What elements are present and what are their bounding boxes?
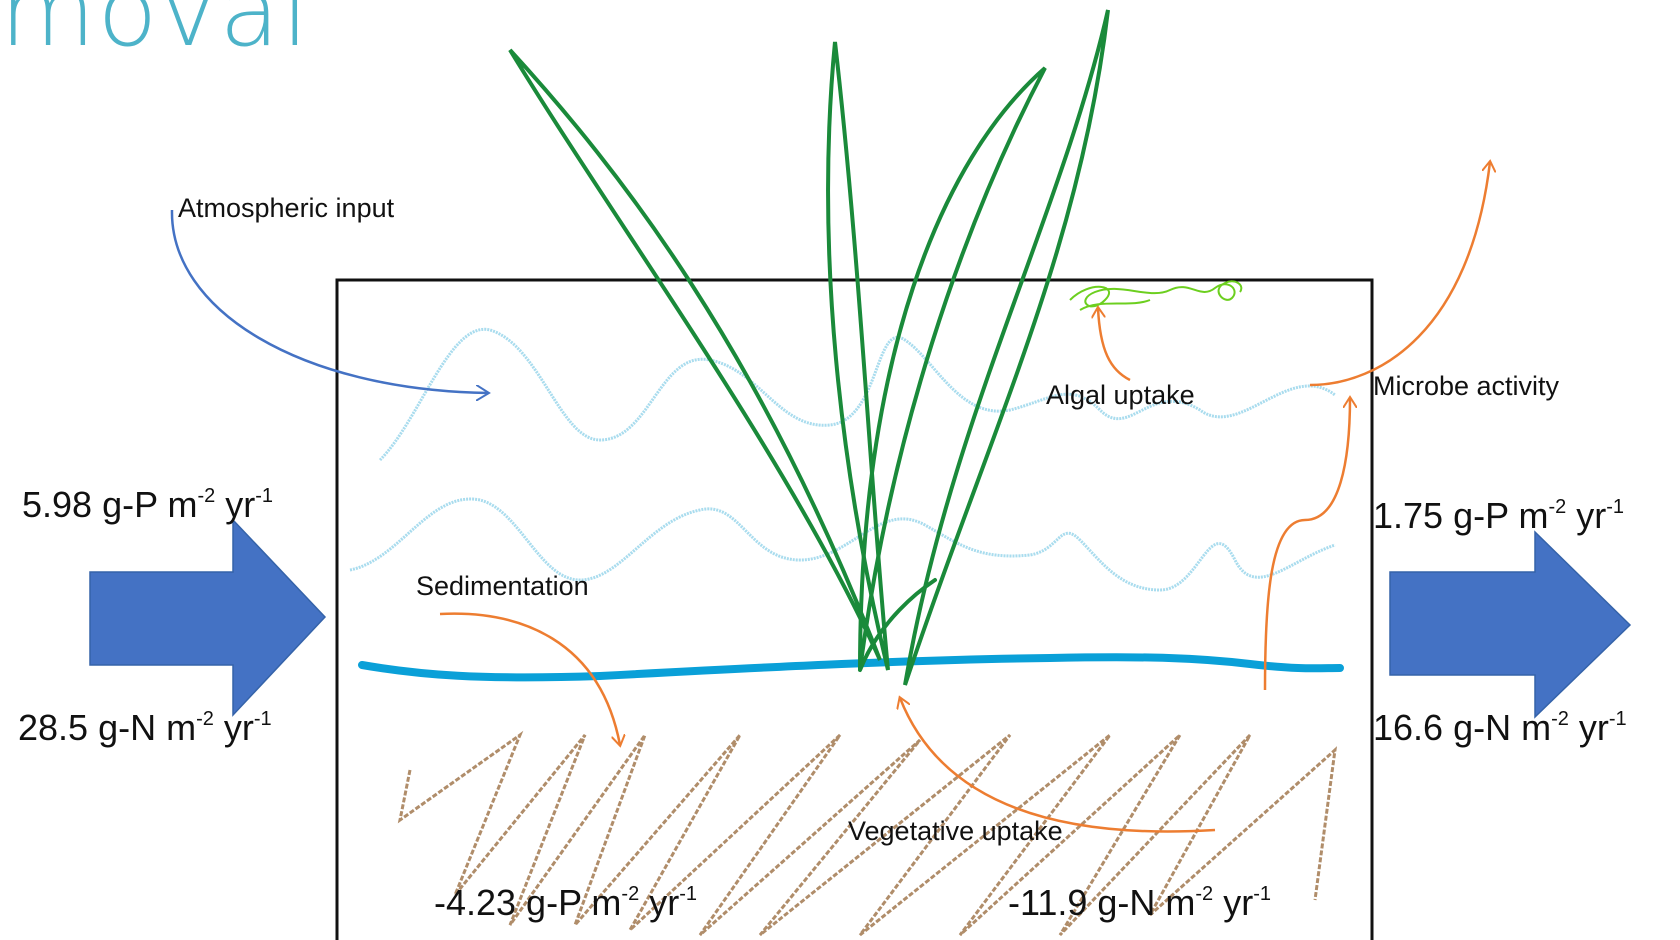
microbe-release-arrow — [1309, 162, 1490, 387]
slide-title-fragment: moval — [0, 0, 311, 69]
sedimentation-label: Sedimentation — [416, 571, 589, 601]
vegetative-uptake-label: Vegetative uptake — [848, 816, 1063, 846]
sedimentation-phosphorus-rate: -4.23 g-P m-2 yr-1 — [434, 882, 698, 923]
wetland-box — [335, 278, 1374, 940]
outflow-phosphorus-rate: 1.75 g-P m-2 yr-1 — [1373, 495, 1625, 536]
vegetative-nitrogen-rate: -11.9 g-N m-2 yr-1 — [1008, 882, 1271, 923]
atmospheric-input-arrow — [170, 209, 488, 393]
grass-blade-5 — [858, 578, 937, 672]
sedimentation-arrow — [439, 612, 620, 745]
water-wave-lower — [349, 497, 1336, 592]
inflow-nitrogen-rate: 28.5 g-N m-2 yr-1 — [18, 707, 272, 748]
sediment-zigzag — [397, 730, 1338, 937]
outflow-nitrogen-rate: 16.6 g-N m-2 yr-1 — [1373, 707, 1627, 748]
vegetation — [508, 9, 1110, 686]
grass-blade-1 — [508, 48, 882, 661]
microbe-activity-arrow — [1263, 398, 1350, 691]
grass-blade-2 — [826, 41, 890, 671]
atmospheric-input-label: Atmospheric input — [178, 193, 395, 223]
inflow-arrow — [89, 518, 327, 717]
water-surface-line — [358, 653, 1344, 682]
algae-scribble — [1069, 280, 1243, 311]
microbe-activity-label: Microbe activity — [1373, 371, 1560, 401]
grass-blade-4 — [903, 9, 1110, 686]
inflow-phosphorus-rate: 5.98 g-P m-2 yr-1 — [22, 484, 274, 525]
algal-uptake-label: Algal uptake — [1046, 380, 1195, 410]
algal-uptake-arrow — [1098, 308, 1131, 382]
vegetative-uptake-arrow — [900, 698, 1216, 833]
outflow-arrow — [1389, 530, 1632, 719]
